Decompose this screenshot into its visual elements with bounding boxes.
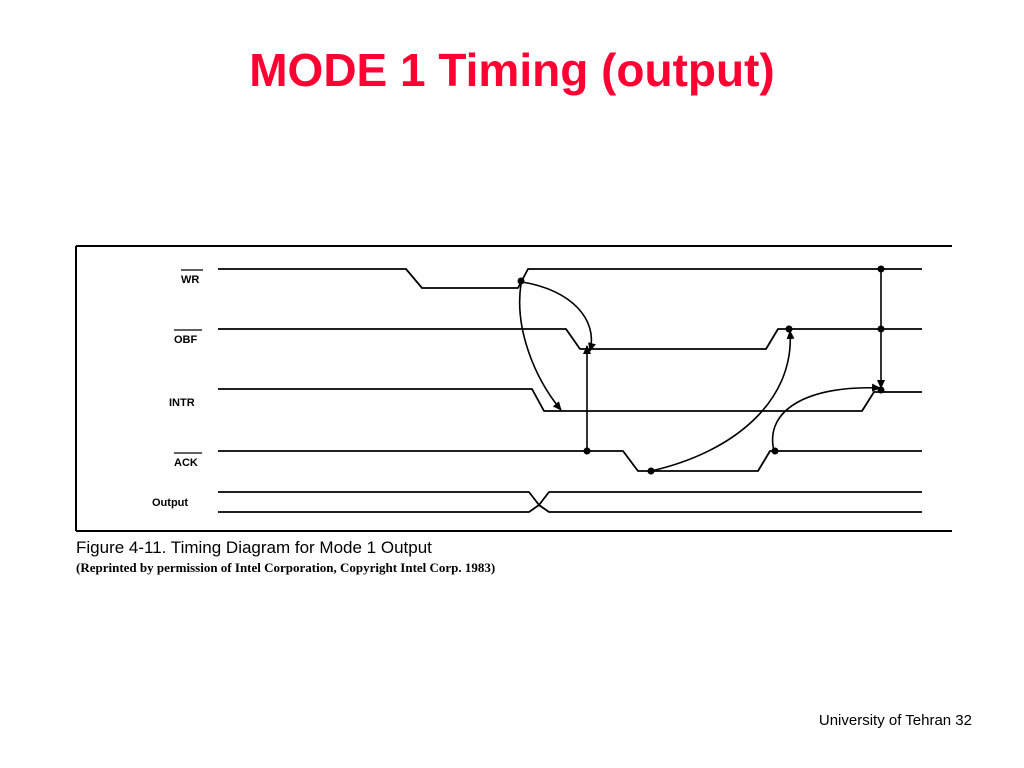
dot-obf-high <box>877 325 885 333</box>
signal-label-ack: ACK <box>174 457 198 469</box>
dot-ack-rise <box>771 447 779 455</box>
causality-arrows <box>518 269 885 472</box>
waveforms <box>218 268 922 513</box>
figure-credit: (Reprinted by permission of Intel Corpor… <box>76 560 496 575</box>
signal-label-intr: INTR <box>169 397 195 409</box>
arrow-wr-to-obf <box>521 281 596 352</box>
edge-dots <box>517 265 885 475</box>
waveform-wr <box>218 268 922 289</box>
arrow-ack-to-intr <box>771 383 881 452</box>
signal-label-obf: OBF <box>174 334 198 346</box>
slide-footer: University of Tehran 32 <box>818 712 972 729</box>
waveform-intr <box>218 388 922 412</box>
waveform-output <box>218 491 922 513</box>
figure-border <box>75 245 952 532</box>
figure-caption: Figure 4-11. Timing Diagram for Mode 1 O… <box>76 538 432 557</box>
arrow-ack-to-obf-rise <box>650 330 795 472</box>
signal-labels: WR OBF INTR ACK Output <box>152 269 203 509</box>
slide-title: MODE 1 Timing (output) <box>249 44 775 96</box>
dot-obf-rise <box>785 325 793 333</box>
signal-label-output: Output <box>152 497 188 509</box>
dot-wr-rise <box>517 277 525 285</box>
waveform-obf <box>218 328 922 350</box>
arrow-wr-to-intr <box>518 283 562 411</box>
waveform-ack <box>218 450 922 472</box>
dot-intr-high <box>877 386 885 394</box>
signal-label-wr: WR <box>181 274 199 286</box>
dot-wr-high <box>877 265 885 273</box>
dot-ack-fall <box>583 447 591 455</box>
dot-ack-low <box>647 467 655 475</box>
